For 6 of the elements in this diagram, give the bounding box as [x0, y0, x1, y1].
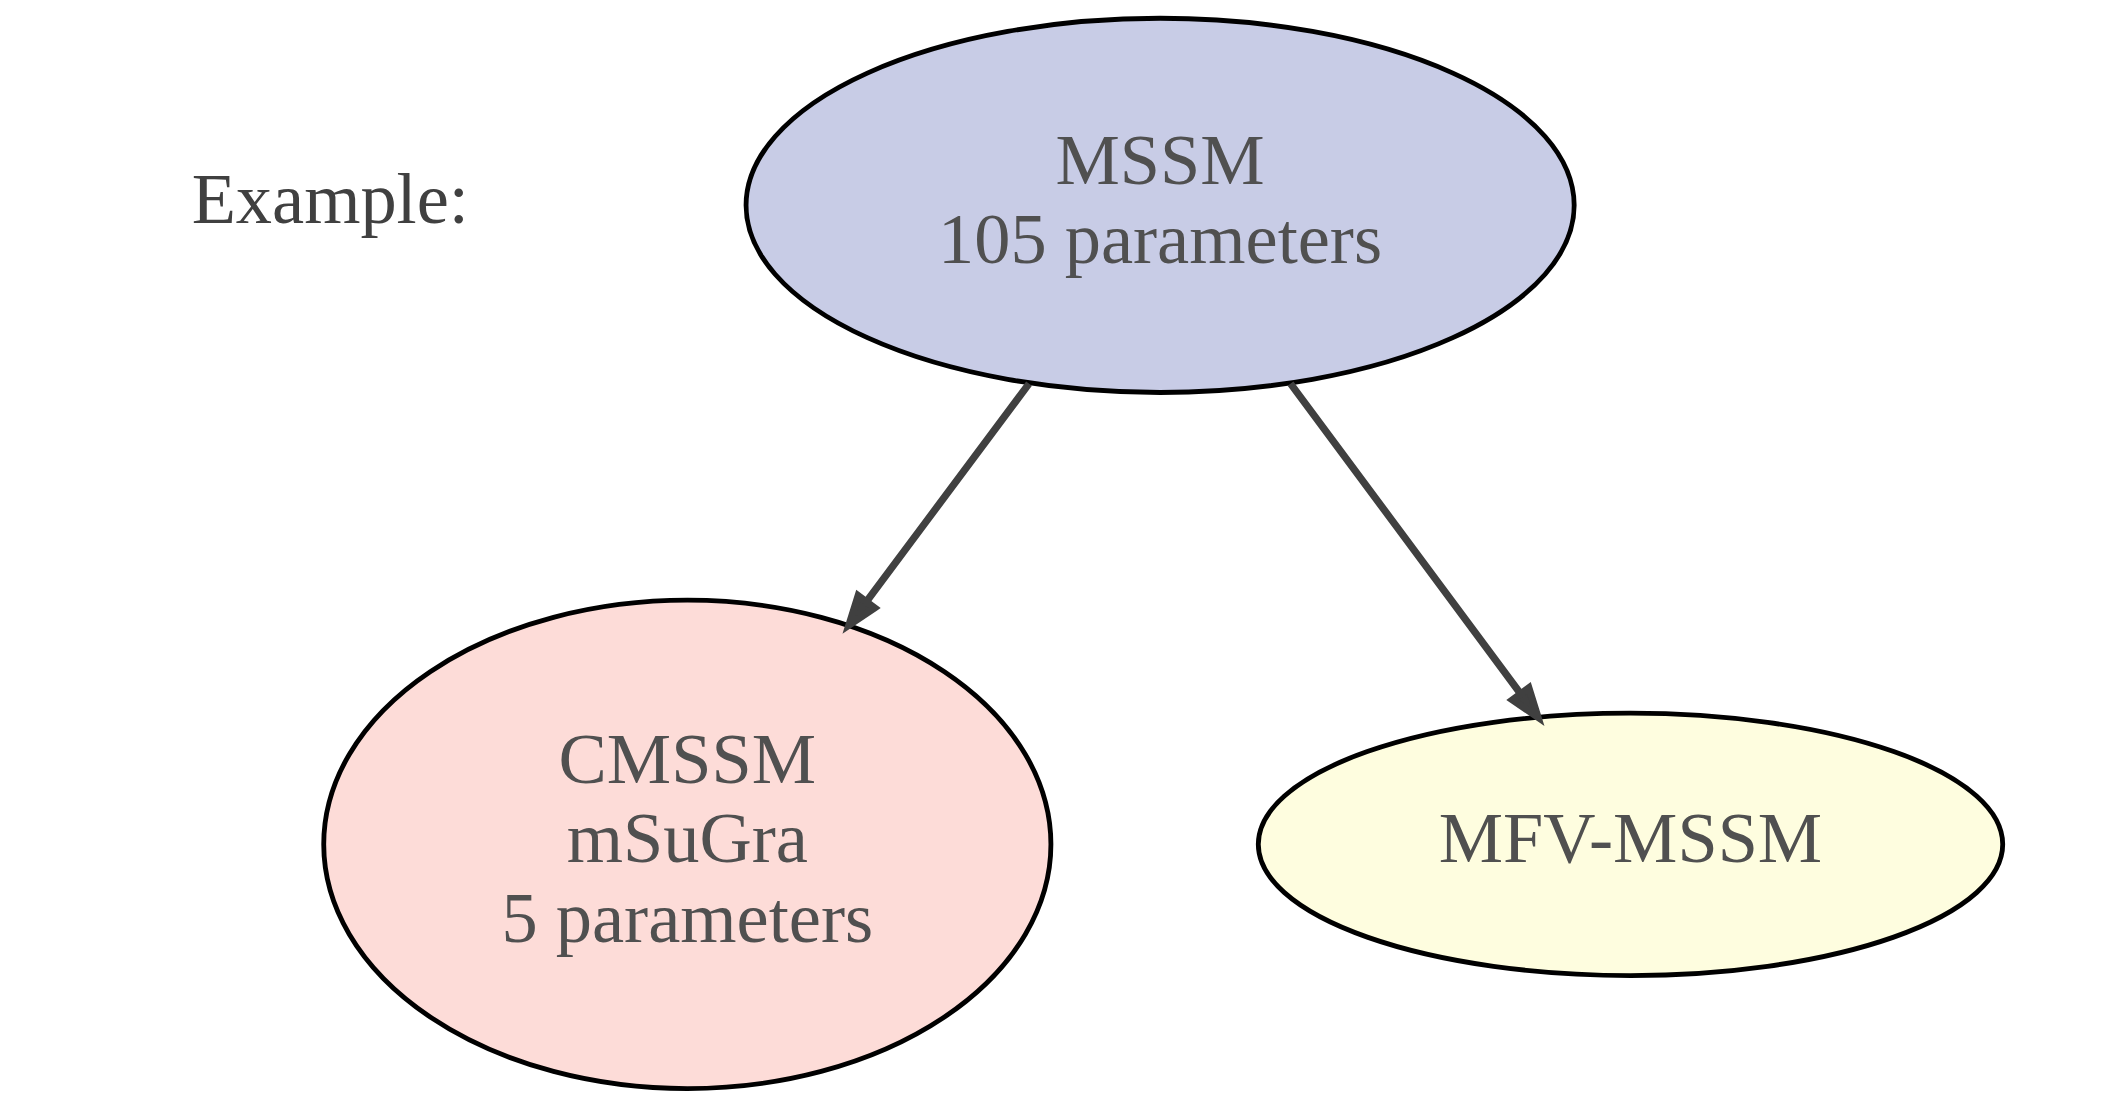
node-ellipse: MSSM 105 parameters	[743, 15, 1577, 395]
node-ellipse: CMSSM mSuGra 5 parameters	[320, 597, 1053, 1091]
arrow	[1287, 381, 1544, 726]
node-ellipse: MFV-MSSM	[1255, 710, 2005, 978]
label: Example:	[191, 159, 469, 240]
arrow	[841, 381, 1032, 634]
